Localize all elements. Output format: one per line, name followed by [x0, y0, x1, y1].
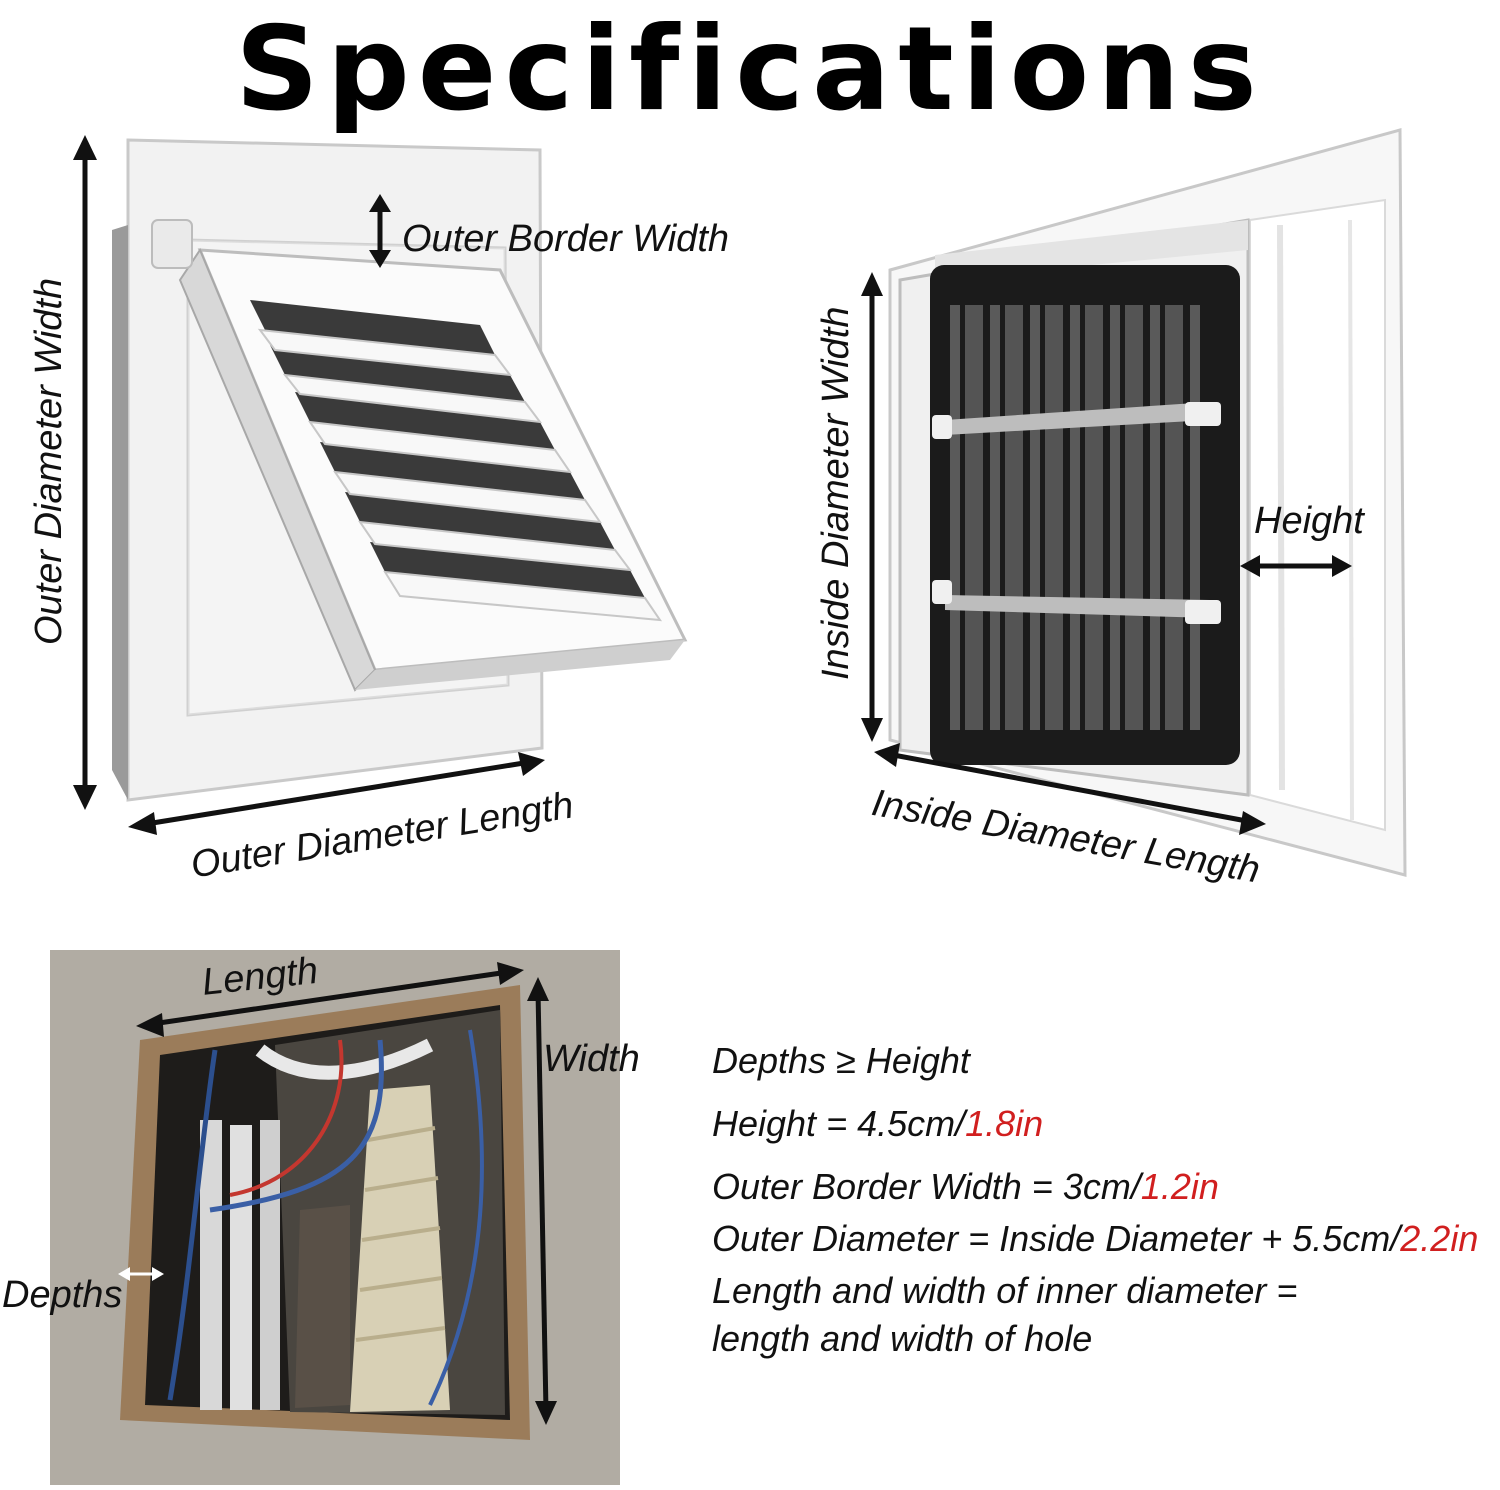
spec-height-imperial: 1.8in [965, 1103, 1044, 1144]
vent-inside-illustration [888, 128, 1407, 877]
outer-border-width-label: Outer Border Width [402, 218, 730, 260]
height-arrow [1240, 555, 1352, 577]
spec-height-metric: Height = 4.5cm/ [712, 1103, 966, 1144]
spec-outer-border-width-metric: Outer Border Width = 3cm/ [712, 1166, 1141, 1207]
spec-inner-diameter-line2: length and width of hole [712, 1318, 1093, 1359]
depths-arrow [118, 1267, 164, 1281]
spec-outer-diameter: Outer Diameter = Inside Diameter + 5.5cm… [712, 1218, 1478, 1260]
height-label: Height [1254, 500, 1364, 542]
inside-diameter-width-label: Inside Diameter Width [815, 306, 857, 680]
outer-diameter-length-arrow [128, 752, 545, 835]
spec-depths-vs-height: Depths ≥ Height [712, 1040, 970, 1081]
length-arrow [136, 962, 524, 1037]
spec-outer-diameter-imperial: 2.2in [1400, 1218, 1479, 1259]
spec-outer-diameter-metric: Outer Diameter = Inside Diameter + 5.5cm… [712, 1218, 1401, 1259]
depths-label: Depths [2, 1274, 123, 1316]
spec-outer-border-width-imperial: 1.2in [1140, 1166, 1219, 1207]
width-label: Width [543, 1038, 640, 1080]
page-title: Specifications [235, 2, 1265, 137]
inside-diameter-width-arrow [861, 272, 883, 742]
spec-height: Height = 4.5cm/1.8in [712, 1103, 1043, 1145]
outer-diameter-width-arrow [73, 135, 97, 810]
wall-hole-photo [50, 950, 620, 1485]
spec-outer-border-width: Outer Border Width = 3cm/1.2in [712, 1166, 1219, 1208]
inside-diameter-length-arrow [874, 743, 1266, 835]
width-arrow [527, 977, 557, 1425]
spec-inner-diameter-line1: Length and width of inner diameter = [712, 1270, 1298, 1311]
vent-outer-illustration [112, 138, 688, 802]
outer-border-width-arrow [369, 194, 391, 268]
outer-diameter-width-label: Outer Diameter Width [28, 277, 70, 645]
